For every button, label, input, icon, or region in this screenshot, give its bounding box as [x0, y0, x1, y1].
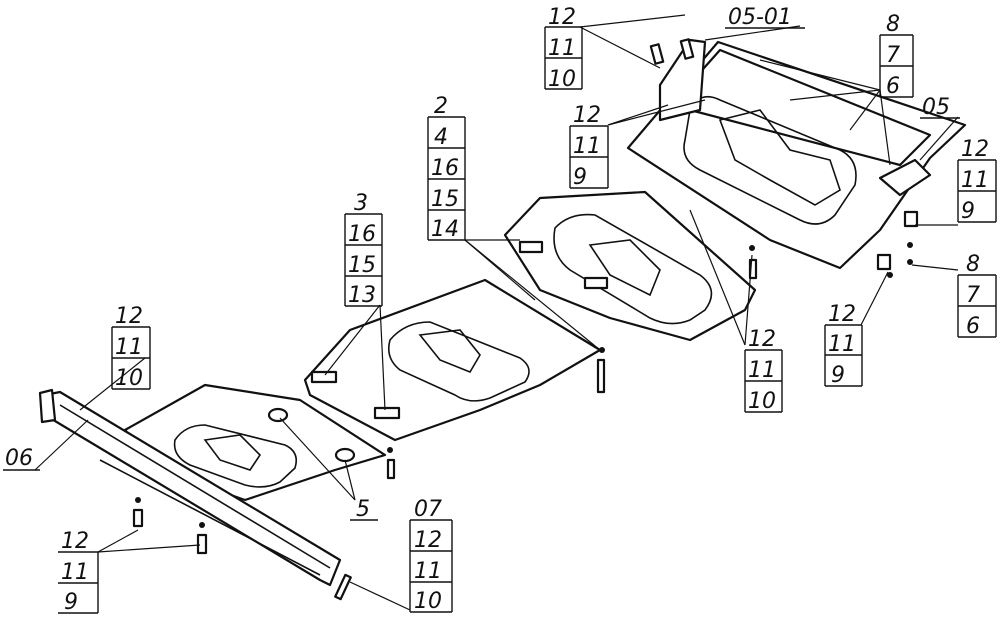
callout-text: 9: [573, 165, 587, 190]
callout-text: 05: [922, 95, 950, 120]
callout-05: 05: [920, 95, 960, 120]
callout-text: 9: [961, 199, 975, 224]
callout-05-01: 05-01: [725, 5, 805, 30]
callout-text: 11: [548, 36, 576, 61]
callout-text: 07: [414, 497, 442, 522]
callout-text: 10: [748, 389, 776, 414]
callout-text: 8: [886, 12, 900, 37]
callout-text: 12: [548, 5, 576, 30]
callout-text: 10: [414, 589, 442, 614]
callout-text: 9: [831, 363, 845, 388]
callout-text: 3: [354, 191, 368, 216]
callout-text: 2: [434, 94, 448, 119]
callout-right-lower: 8 7 6: [957, 252, 997, 339]
callout-text: 12: [748, 327, 776, 352]
callout-text: 12: [414, 528, 442, 553]
callout-center-stack: 2 4 16 15 14: [427, 94, 466, 242]
callout-text: 16: [348, 222, 376, 247]
callout-text: 8: [966, 252, 980, 277]
callout-left-upper: 12 11 10: [111, 304, 151, 391]
callout-left-bottom: 12 11 9: [58, 529, 99, 615]
callout-06: 06: [3, 446, 40, 471]
callout-text: 5: [356, 497, 370, 522]
callout-text: 12: [828, 302, 856, 327]
callout-text: 10: [115, 366, 143, 391]
callout-text: 12: [61, 529, 89, 554]
callout-bottom-center: 07 12 11 10: [409, 497, 453, 614]
callout-text: 11: [61, 560, 89, 585]
callout-left-stack: 3 16 15 13: [344, 191, 383, 308]
callout-5: 5: [350, 497, 378, 522]
callout-text: 13: [348, 283, 376, 308]
callout-text: 12: [573, 103, 601, 128]
leader-lines: [34, 14, 959, 611]
callout-top-right: 8 7 6: [879, 12, 914, 99]
callout-right-bottom: 12 11 9: [824, 302, 863, 388]
callout-text: 11: [573, 134, 601, 159]
callout-text: 12: [115, 304, 143, 329]
cross-bar: [38, 388, 342, 587]
callout-text: 7: [966, 283, 980, 308]
fasteners: [132, 38, 919, 601]
callout-mid-lower-right: 12 11 10: [744, 327, 783, 414]
callout-text: 6: [886, 74, 900, 99]
callout-text: 11: [115, 335, 143, 360]
callout-text: 9: [64, 590, 78, 615]
callout-text: 11: [414, 559, 442, 584]
callout-text: 11: [828, 332, 856, 357]
callout-text: 14: [431, 217, 459, 242]
callout-text: 11: [748, 358, 776, 383]
callout-text: 4: [434, 125, 448, 150]
callout-text: 15: [431, 187, 459, 212]
rear-middle-skid-plate: [303, 278, 602, 442]
callout-text: 15: [348, 253, 376, 278]
callout-text: 16: [431, 156, 459, 181]
callout-text: 10: [548, 67, 576, 92]
callout-mid-upper-left: 12 11 9: [569, 103, 609, 190]
callout-text: 06: [5, 446, 33, 471]
callout-text: 7: [886, 43, 900, 68]
callout-right-upper: 12 11 9: [957, 137, 997, 224]
middle-skid-plate: [503, 190, 757, 342]
callout-text: 6: [966, 314, 980, 339]
callout-text: 12: [961, 137, 989, 162]
callout-text: 05-01: [728, 5, 792, 30]
callout-top-center: 12 11 10: [544, 5, 583, 92]
callout-text: 11: [961, 168, 989, 193]
